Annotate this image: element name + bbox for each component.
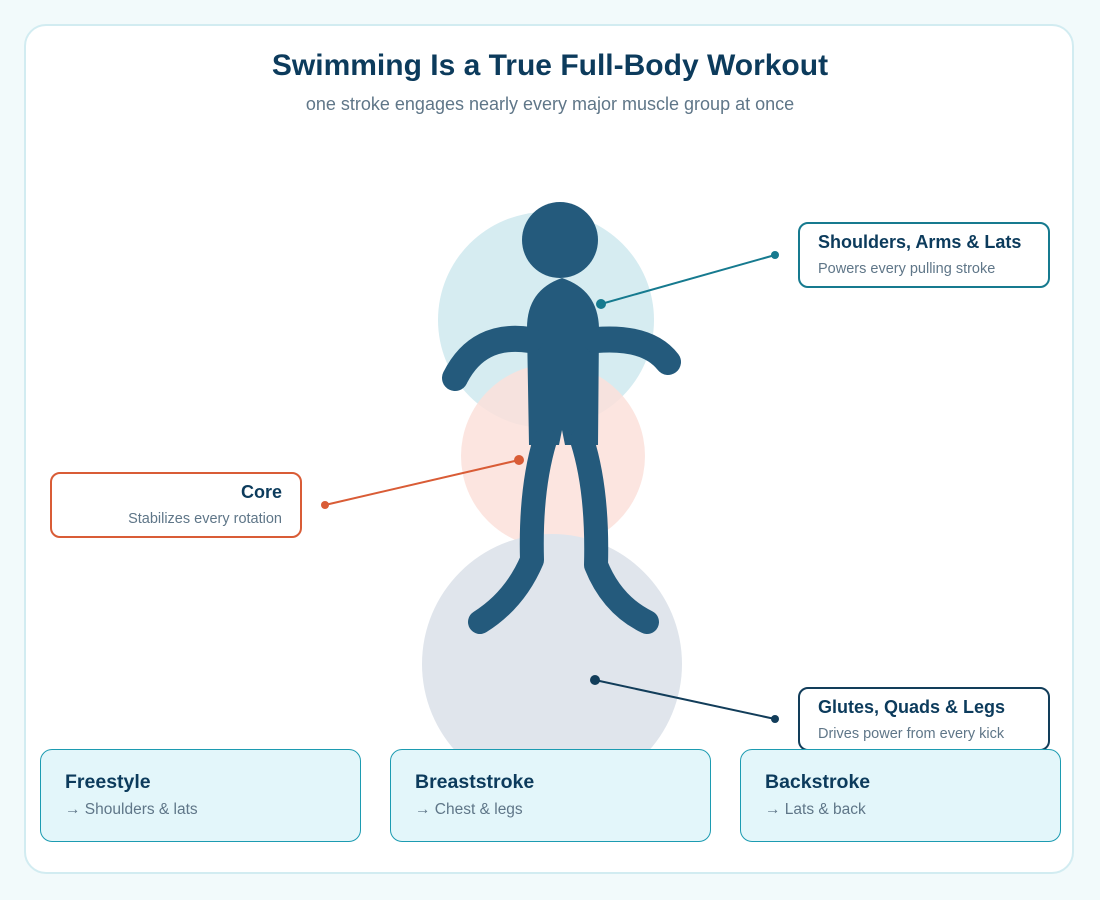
- core-heading: Core: [240, 482, 282, 502]
- core-anchor-dot: [514, 455, 524, 465]
- head-icon: [522, 202, 598, 278]
- left-leg-icon: [468, 428, 557, 634]
- legs-leader-line: [594, 679, 776, 720]
- legs-end-dot: [771, 715, 779, 723]
- shoulders-end-dot: [771, 251, 779, 259]
- shoulders-leader-line: [600, 254, 776, 305]
- core-callout: Core Stabilizes every rotation: [50, 472, 302, 538]
- stroke-card-backstroke: Backstroke → Lats & back: [740, 749, 1061, 842]
- core-end-dot: [321, 501, 329, 509]
- page-subtitle: one stroke engages nearly every major mu…: [305, 94, 795, 114]
- legs-heading: Glutes, Quads & Legs: [818, 697, 1006, 717]
- right-arm-icon: [583, 326, 681, 375]
- legs-anchor-dot: [590, 675, 600, 685]
- stroke-muscles: → Chest & legs: [415, 801, 523, 818]
- shoulders-heading: Shoulders, Arms & Lats: [818, 232, 1022, 252]
- left-arm-icon: [442, 325, 543, 391]
- legs-description: Drives power from every kick: [818, 726, 1005, 742]
- page-title: Swimming Is a True Full-Body Workout: [271, 49, 829, 82]
- shoulders-callout: Shoulders, Arms & Lats Powers every pull…: [798, 222, 1050, 288]
- shoulders-anchor-dot: [596, 299, 606, 309]
- stroke-card-freestyle: Freestyle → Shoulders & lats: [40, 749, 361, 842]
- stroke-name: Freestyle: [65, 771, 151, 793]
- right-leg-icon: [570, 428, 659, 634]
- stroke-name: Backstroke: [765, 771, 871, 793]
- swimmer-figure-icon: [442, 202, 681, 634]
- stroke-card-breaststroke: Breaststroke → Chest & legs: [390, 749, 711, 842]
- shoulders-description: Powers every pulling stroke: [818, 261, 996, 277]
- stroke-muscles: → Lats & back: [765, 801, 866, 818]
- legs-callout: Glutes, Quads & Legs Drives power from e…: [798, 687, 1050, 751]
- core-leader-line: [324, 459, 520, 506]
- core-description: Stabilizes every rotation: [128, 511, 282, 527]
- stroke-name: Breaststroke: [415, 771, 535, 793]
- torso-icon: [527, 278, 599, 445]
- stroke-muscles: → Shoulders & lats: [65, 801, 198, 818]
